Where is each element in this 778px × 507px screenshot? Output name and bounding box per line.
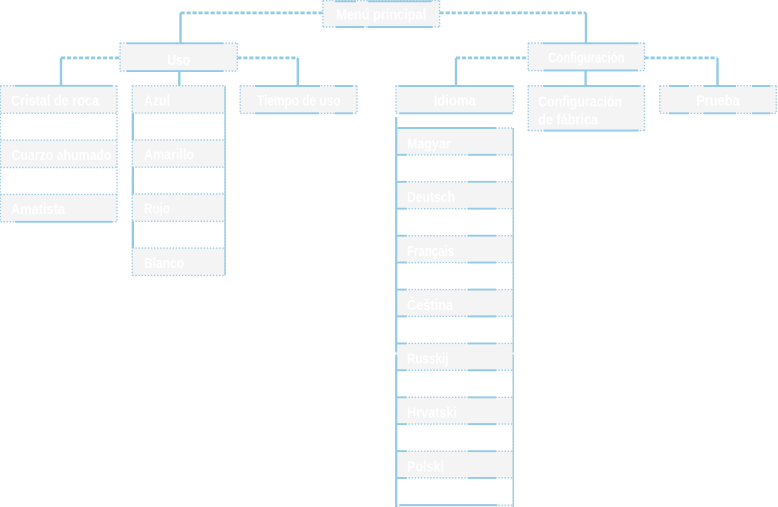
svg-text:Rojo: Rojo xyxy=(144,201,170,218)
svg-text:Deutsch: Deutsch xyxy=(407,189,455,206)
svg-text:Amatista: Amatista xyxy=(11,201,66,218)
svg-text:Tiempo de uso: Tiempo de uso xyxy=(257,92,341,109)
svg-text:Prueba: Prueba xyxy=(696,92,740,109)
svg-text:Polski: Polski xyxy=(407,458,444,475)
svg-text:Magyar: Magyar xyxy=(407,135,451,152)
svg-text:Uso: Uso xyxy=(167,52,190,69)
svg-text:Amarillo: Amarillo xyxy=(144,147,194,164)
svg-text:Cuarzo ahumado: Cuarzo ahumado xyxy=(12,147,112,164)
svg-text:Configuración: Configuración xyxy=(548,49,624,66)
svg-text:Configuración: Configuración xyxy=(538,93,622,110)
svg-text:Blanco: Blanco xyxy=(144,255,184,272)
svg-text:Hrvatski: Hrvatski xyxy=(407,405,457,422)
svg-text:Russkij: Russkij xyxy=(407,351,449,368)
svg-text:Čeština: Čeština xyxy=(407,296,454,314)
svg-text:de fábrica: de fábrica xyxy=(538,112,599,129)
svg-text:Français: Français xyxy=(407,243,454,260)
svg-text:Menú principal: Menú principal xyxy=(336,6,426,23)
svg-text:Cristal de roca: Cristal de roca xyxy=(11,93,100,110)
svg-text:Azul: Azul xyxy=(144,93,170,110)
svg-text:Idioma: Idioma xyxy=(434,92,477,109)
